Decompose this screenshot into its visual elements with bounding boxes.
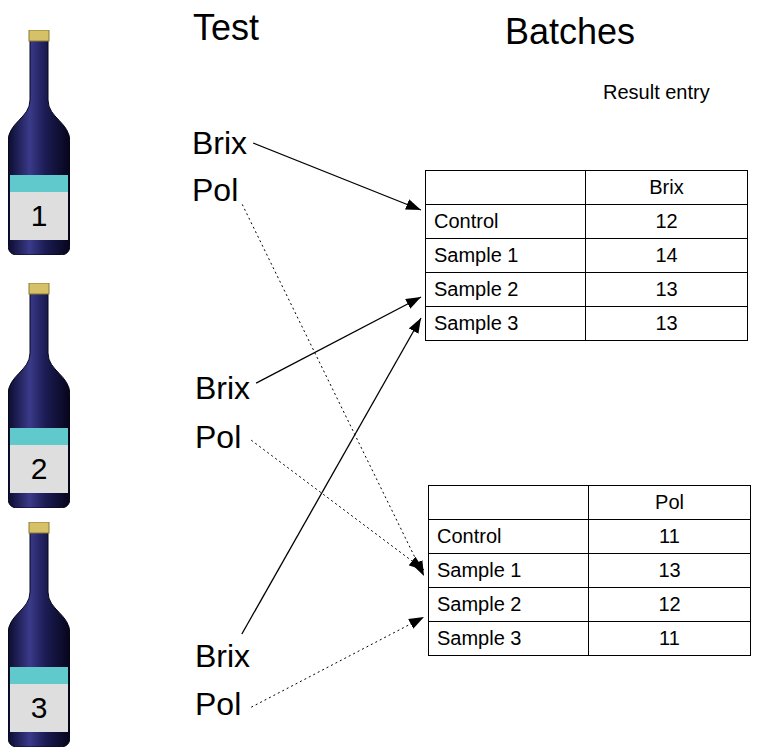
- test-name: Pol: [195, 421, 241, 453]
- test-name: Brix: [192, 127, 247, 159]
- table-cell: Sample 3: [429, 622, 589, 656]
- table-cell: 13: [586, 307, 748, 341]
- column-heading: Batches: [505, 12, 635, 52]
- corner-cell: [426, 171, 586, 205]
- test-name: Brix: [195, 372, 250, 404]
- test-name: Pol: [195, 421, 241, 453]
- test-name: Pol: [192, 174, 238, 206]
- arrow-connector: [251, 440, 424, 570]
- bottle-body: [8, 293, 70, 508]
- label-band: [10, 175, 68, 192]
- table-cell: Control: [426, 205, 586, 239]
- table-cell: 11: [589, 622, 751, 656]
- bottle-number: 3: [8, 693, 70, 723]
- table-cell: 14: [586, 239, 748, 273]
- test-name: Pol: [195, 688, 241, 720]
- table-cell: 13: [586, 273, 748, 307]
- result-table: PolControl11Sample 113Sample 212Sample 3…: [428, 485, 751, 656]
- table-cell: Sample 1: [426, 239, 586, 273]
- result-grid: PolControl11Sample 113Sample 212Sample 3…: [428, 485, 751, 656]
- table-cell: Sample 2: [426, 273, 586, 307]
- test-name: Brix: [195, 640, 250, 672]
- table-cell: Sample 2: [429, 588, 589, 622]
- table-cell: Brix: [586, 171, 748, 205]
- table-cell: Pol: [589, 486, 751, 520]
- arrow-connector: [242, 204, 424, 576]
- label-band: [10, 667, 68, 684]
- sample-bottle: 3: [8, 522, 70, 747]
- test-name: Pol: [195, 688, 241, 720]
- test-name: Brix: [192, 127, 247, 159]
- table-cell: 11: [589, 520, 751, 554]
- test-name: Brix: [195, 640, 250, 672]
- sample-bottle: 2: [8, 283, 70, 508]
- bottle-body: [8, 532, 70, 747]
- arrow-connector: [251, 617, 424, 707]
- table-cell: Sample 1: [429, 554, 589, 588]
- sample-bottle: 1: [8, 30, 70, 255]
- label-band: [10, 428, 68, 445]
- table-cell: Control: [429, 520, 589, 554]
- arrow-connector: [253, 143, 421, 210]
- bottle-number: 1: [8, 201, 70, 231]
- result-grid: BrixControl12Sample 114Sample 213Sample …: [425, 170, 748, 341]
- note-label: Result entry: [603, 81, 710, 103]
- corner-cell: [429, 486, 589, 520]
- test-name: Brix: [195, 372, 250, 404]
- arrow-connector: [242, 318, 421, 634]
- table-cell: Sample 3: [426, 307, 586, 341]
- result-table: BrixControl12Sample 114Sample 213Sample …: [425, 170, 748, 341]
- bottle-cap: [29, 522, 49, 533]
- table-cell: 12: [589, 588, 751, 622]
- test-name: Pol: [192, 174, 238, 206]
- bottle-number: 2: [8, 454, 70, 484]
- table-cell: 13: [589, 554, 751, 588]
- column-heading: Test: [193, 8, 259, 48]
- table-cell: 12: [586, 205, 748, 239]
- arrow-connector: [256, 297, 421, 383]
- bottle-body: [8, 40, 70, 255]
- bottle-cap: [29, 283, 49, 294]
- bottle-cap: [29, 30, 49, 41]
